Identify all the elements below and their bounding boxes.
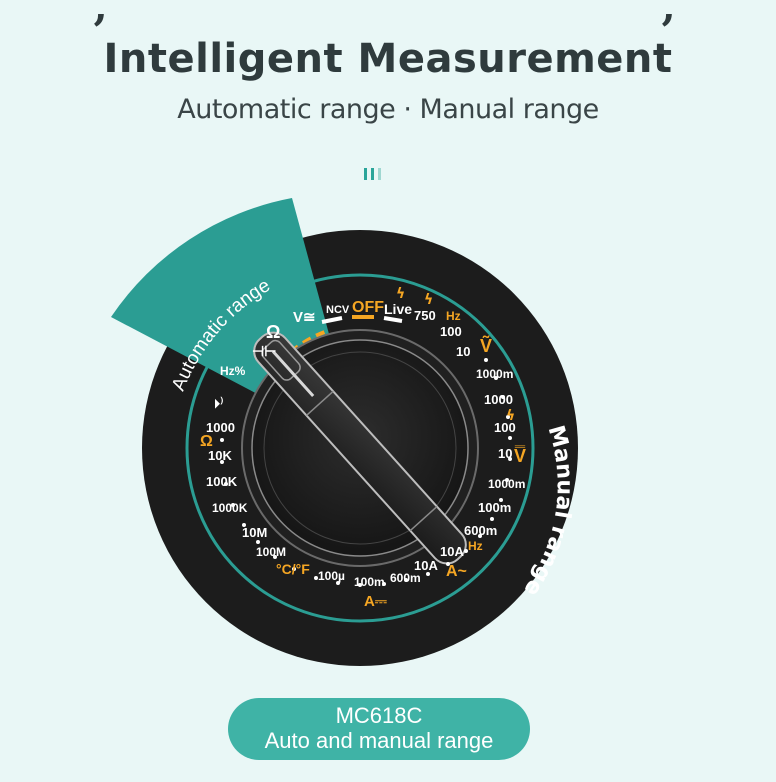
v100m-label: 100m	[478, 500, 511, 515]
model-badge: MC618C Auto and manual range	[228, 698, 530, 760]
v600m-label: 600m	[464, 523, 497, 538]
ohm-label: Ω	[200, 433, 213, 450]
cap-label: ⊣⊢	[252, 343, 276, 359]
vac-symbol: Ṽ	[480, 335, 492, 356]
hz-top-label: Hz	[446, 309, 461, 323]
v1000m-label: 1000m	[476, 367, 513, 381]
ncv-label: NCV	[326, 304, 350, 316]
page-subtitle: Automatic range · Manual range	[177, 94, 599, 125]
a-dc-label: A⎓	[364, 593, 387, 610]
ohm10K-label: 10K	[208, 448, 232, 463]
selector-pointer	[253, 331, 467, 565]
v750-label: 750	[414, 308, 436, 323]
ohm1000K-label: 1000K	[212, 501, 248, 515]
a100u-label: 100µ	[318, 569, 345, 583]
live-label: Live	[384, 301, 412, 317]
hz-a-label: Hz	[468, 539, 483, 553]
model-name: MC618C	[335, 703, 423, 728]
dial-teal-ring	[185, 273, 535, 623]
off-label: OFF	[352, 299, 384, 316]
ohm-auto-label: Ω	[266, 322, 280, 342]
vdc-symbol: V̿	[514, 445, 526, 466]
rotary-dial: Automatic range Manual range NCV OFF Liv…	[111, 198, 578, 666]
a10b-label: 10A	[414, 558, 438, 573]
left-quote-mark: ’	[92, 6, 108, 57]
right-quote-mark: ’	[660, 6, 676, 57]
hz-pct-label: Hz%	[220, 364, 246, 378]
position-dots	[220, 358, 512, 587]
v1000m-b-label: 1000m	[488, 477, 525, 491]
v1000-label: 1000	[484, 392, 513, 407]
ohm100M-label: 100M	[256, 545, 286, 559]
ohm100K-label: 100K	[206, 474, 238, 489]
temp-label: °C/°F	[276, 561, 310, 577]
v10-label: 10	[456, 344, 470, 359]
v100-label: 100	[440, 324, 462, 339]
v100b-label: 100	[494, 420, 516, 435]
page-title: Intelligent Measurement	[103, 36, 673, 82]
ohm1000-label: 1000	[206, 420, 235, 435]
a-ac-label: A~	[446, 563, 467, 580]
section-indicator	[364, 168, 381, 180]
a10-label: 10A	[440, 544, 464, 559]
a600m-label: 600m	[390, 571, 421, 585]
a100m-label: 100m	[354, 575, 385, 589]
model-description: Auto and manual range	[264, 728, 494, 753]
v1000-bolt-icon: ϟ	[506, 408, 515, 424]
v-auto-label: V≅	[293, 309, 316, 326]
v750-bolt-icon: ϟ	[424, 292, 433, 308]
diode-label: ⏵⁾	[214, 397, 224, 411]
live-bolt-icon: ϟ	[396, 286, 405, 302]
ohm10M-label: 10M	[242, 525, 267, 540]
v10b-label: 10	[498, 446, 512, 461]
